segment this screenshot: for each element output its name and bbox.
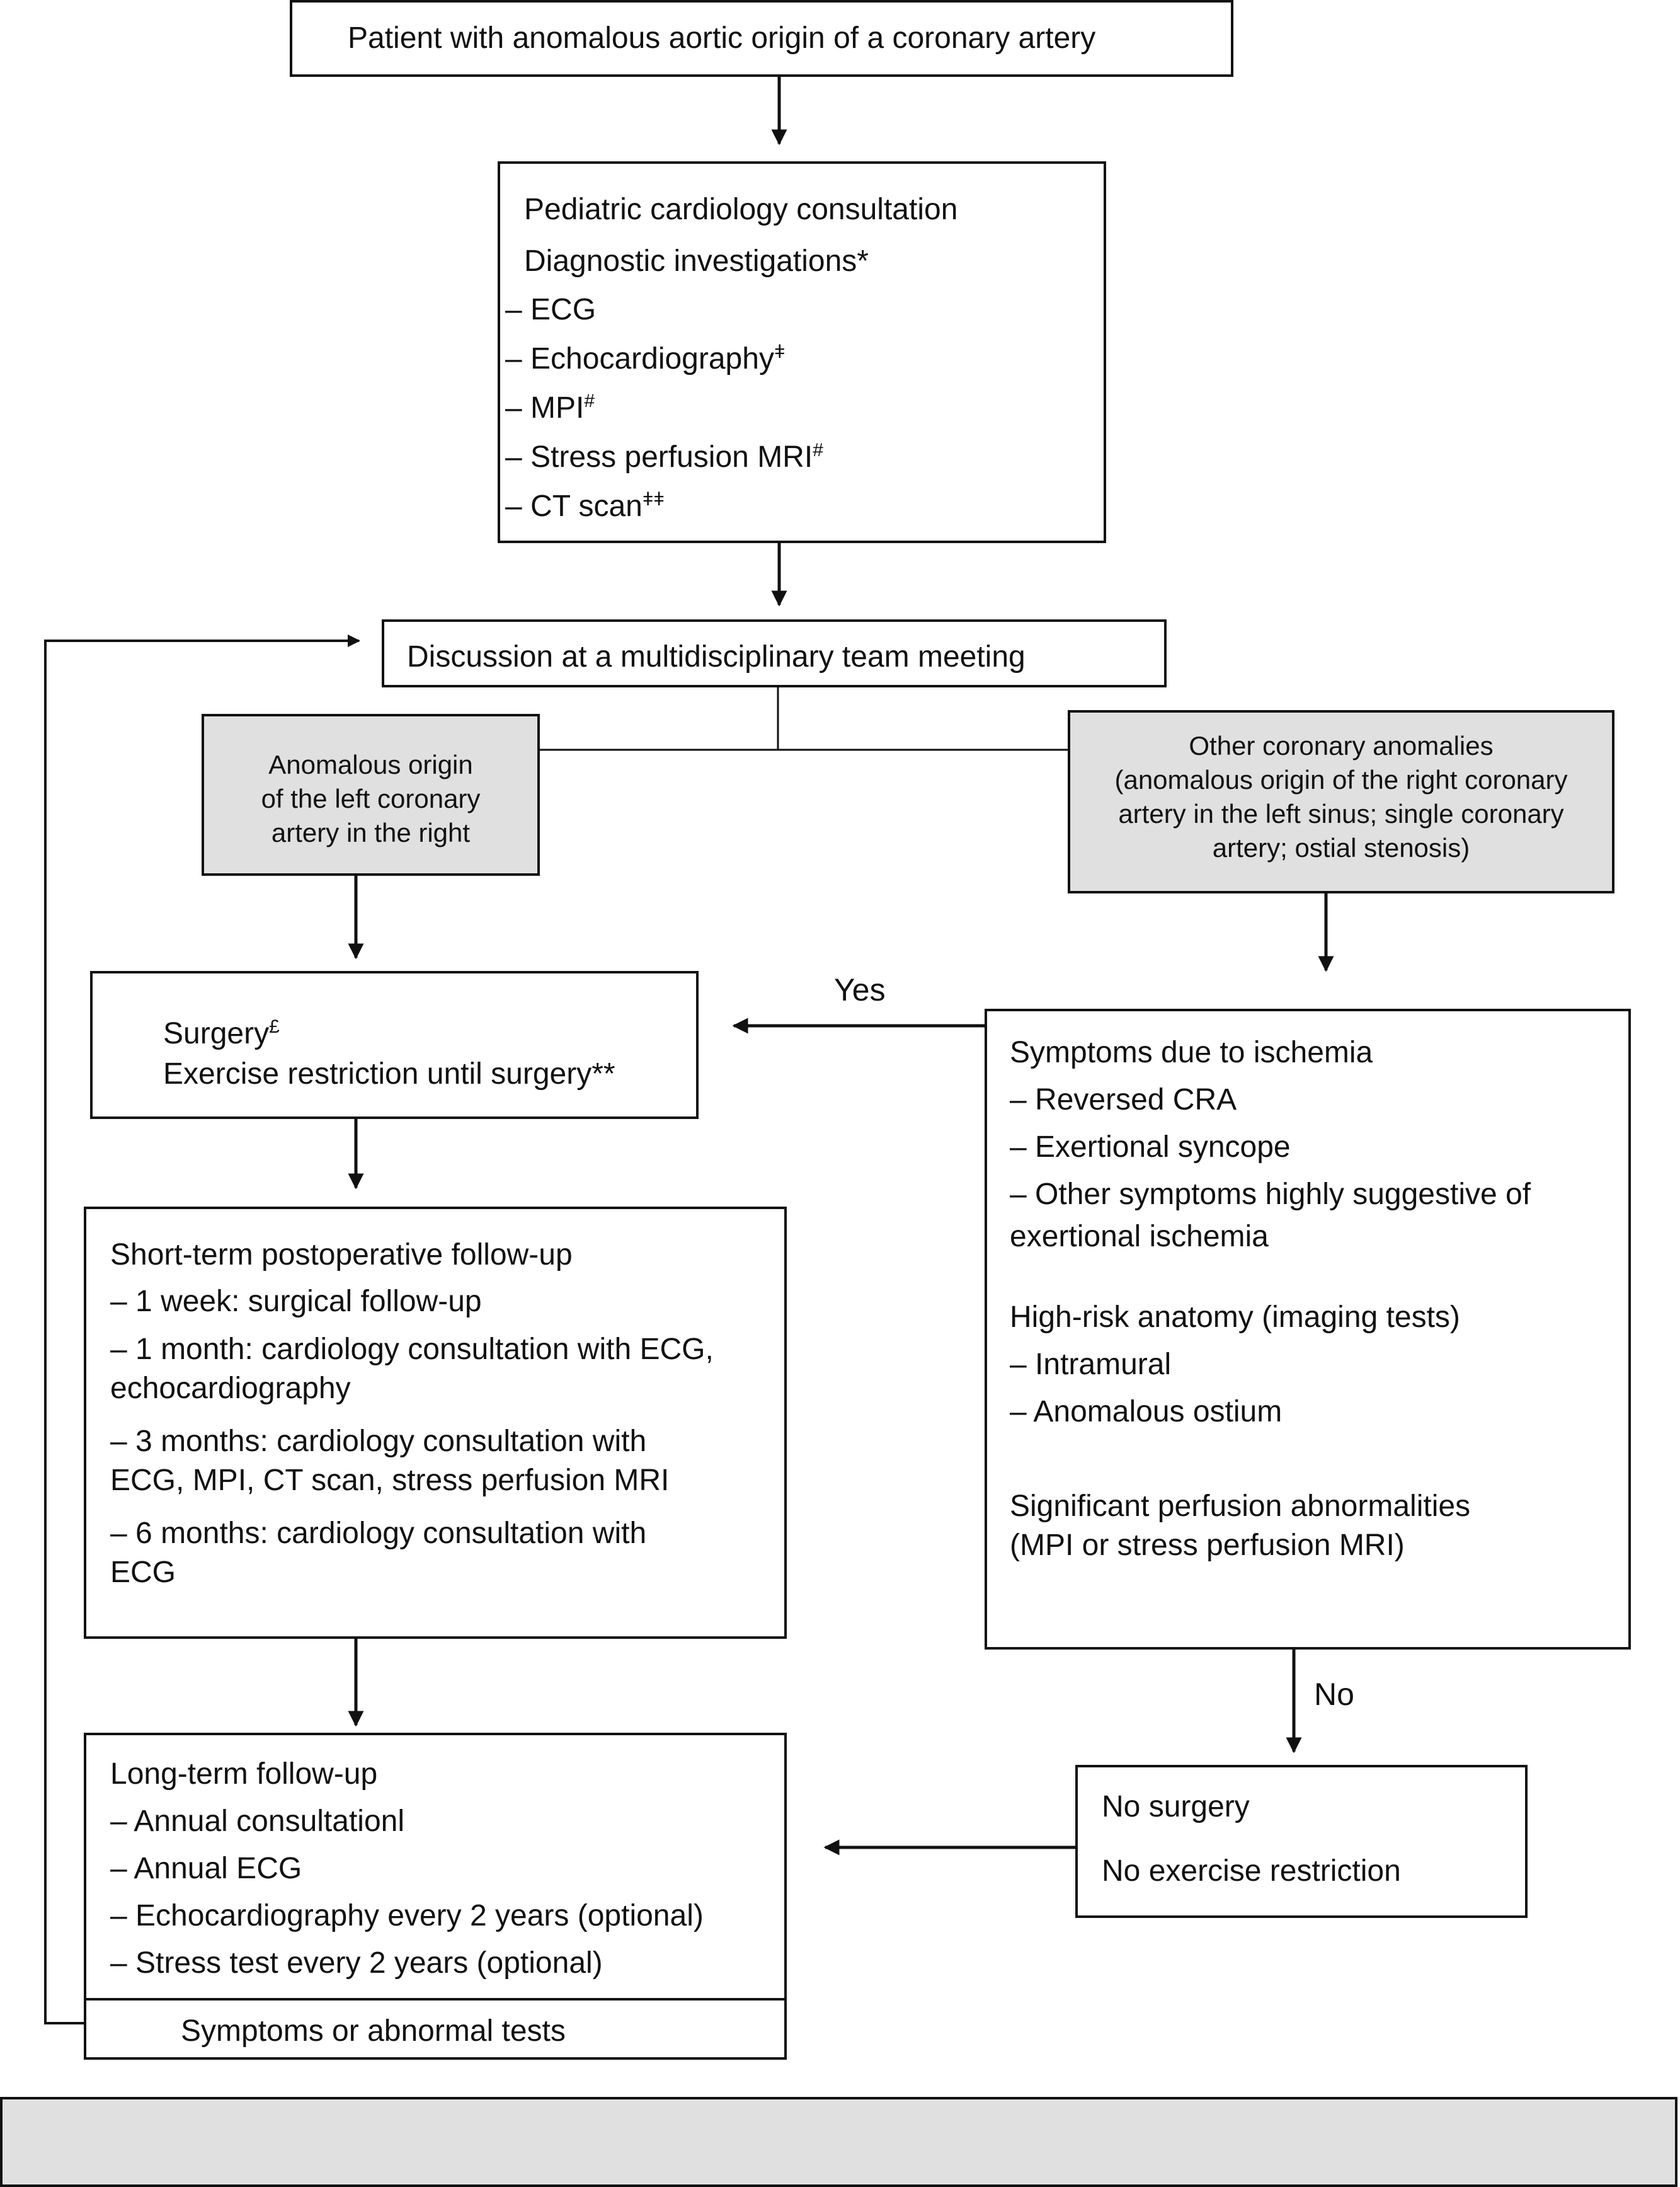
short-term-item: – 6 months: cardiology consultation with… xyxy=(110,1517,647,1589)
symptom-item: – Exertional syncope xyxy=(1010,1130,1291,1164)
no-label: No xyxy=(1314,1677,1354,1712)
perfusion-line: (MPI or stress perfusion MRI) xyxy=(1010,1529,1405,1562)
symptoms-title: Symptoms due to ischemia xyxy=(1010,1036,1373,1069)
mdt-meeting-box: Discussion at a multidisciplinary team m… xyxy=(382,619,1167,687)
investigation-item: – ECG xyxy=(505,292,597,326)
feedback-loop-line xyxy=(44,634,360,2024)
surgery-box: Surgery£ Exercise restriction until surg… xyxy=(90,971,699,1119)
no-surgery-label: No surgery xyxy=(1102,1790,1250,1823)
no-exercise-restriction-label: No exercise restriction xyxy=(1102,1854,1401,1888)
short-term-item: – 3 months: cardiology consultation with… xyxy=(110,1425,670,1497)
consultation-title: Pediatric cardiology consultation xyxy=(524,193,958,226)
symptoms-abnormal-tests-label: Symptoms or abnormal tests xyxy=(181,2014,566,2048)
exercise-restriction-label: Exercise restriction until surgery** xyxy=(163,1057,615,1091)
symptom-item: – Reversed CRA xyxy=(1010,1083,1237,1116)
anatomy-title: High-risk anatomy (imaging tests) xyxy=(1010,1300,1460,1334)
diagnostic-investigations-label: Diagnostic investigations* xyxy=(524,244,869,278)
long-term-item: – Echocardiography every 2 years (option… xyxy=(110,1899,704,1932)
left-branch-line: of the left coronary xyxy=(261,784,481,813)
start-box: Patient with anomalous aortic origin of … xyxy=(290,0,1233,77)
mdt-text: Discussion at a multidisciplinary team m… xyxy=(407,640,1026,674)
investigation-item: – Stress perfusion MRI# xyxy=(505,439,823,474)
anatomy-item: – Intramural xyxy=(1010,1348,1172,1381)
other-coronary-anomalies-box: Other coronary anomalies (anomalous orig… xyxy=(1068,710,1614,893)
symptoms-criteria-box: Symptoms due to ischemia – Reversed CRA … xyxy=(985,1009,1631,1650)
investigation-item: – MPI# xyxy=(505,390,595,425)
long-term-item: – Annual ECG xyxy=(110,1852,302,1885)
right-branch-line: artery; ostial stenosis) xyxy=(1212,833,1470,863)
right-branch-line: Other coronary anomalies xyxy=(1189,731,1494,761)
yes-label: Yes xyxy=(834,972,886,1007)
perfusion-line: Significant perfusion abnormalities xyxy=(1010,1490,1471,1523)
long-term-item: – Stress test every 2 years (optional) xyxy=(110,1946,603,1980)
short-term-item: – 1 month: cardiology consultation with … xyxy=(110,1333,714,1405)
long-term-title: Long-term follow-up xyxy=(110,1757,378,1791)
consultation-box: Pediatric cardiology consultation Diagno… xyxy=(498,161,1106,543)
investigation-item: – CT scanǂǂ xyxy=(505,488,665,523)
symptoms-abnormal-tests-box: Symptoms or abnormal tests xyxy=(84,1998,787,2060)
right-branch-line: (anomalous origin of the right coronary xyxy=(1114,765,1568,795)
left-branch-line: Anomalous origin xyxy=(268,750,473,779)
investigation-list: – ECG – Echocardiographyǂ – MPI# – Stres… xyxy=(505,285,1104,531)
right-branch-line: artery in the left sinus; single coronar… xyxy=(1118,799,1564,829)
long-term-item: – Annual consultationl xyxy=(110,1805,405,1838)
surgery-label: Surgery£ xyxy=(163,1016,280,1050)
short-term-followup-box: Short-term postoperative follow-up – 1 w… xyxy=(84,1207,787,1639)
left-branch-line: artery in the right xyxy=(271,818,471,847)
left-coronary-anomaly-box: Anomalous origin of the left coronary ar… xyxy=(202,714,540,876)
start-text: Patient with anomalous aortic origin of … xyxy=(348,21,1096,55)
no-surgery-box: No surgery No exercise restriction xyxy=(1075,1765,1528,1918)
anatomy-item: – Anomalous ostium xyxy=(1010,1395,1283,1428)
short-term-item: – 1 week: surgical follow-up xyxy=(110,1285,482,1318)
footer-bar xyxy=(0,2097,1677,2187)
symptom-item: – Other symptoms highly suggestive of xyxy=(1010,1178,1531,1211)
short-term-title: Short-term postoperative follow-up xyxy=(110,1238,573,1271)
investigation-item: – Echocardiographyǂ xyxy=(505,341,786,376)
symptom-item-continued: exertional ischemia xyxy=(1010,1220,1269,1253)
